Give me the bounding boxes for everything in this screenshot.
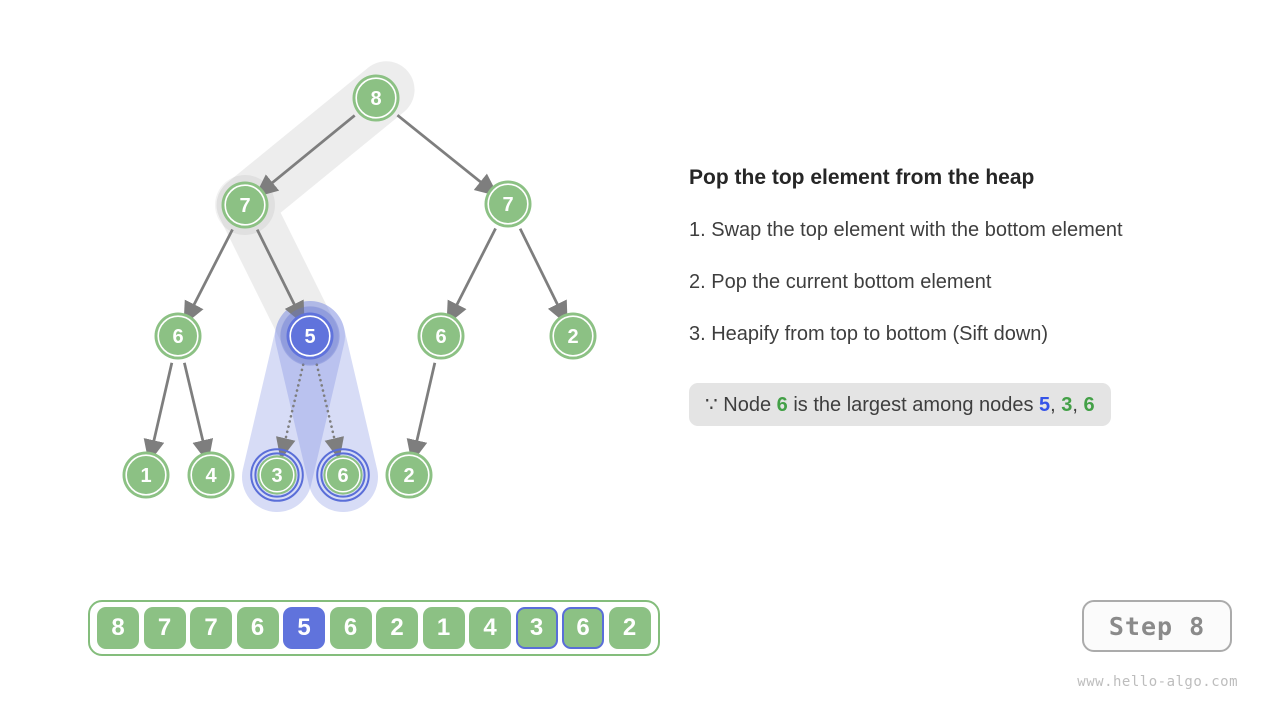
tree-node-6: 6	[154, 312, 202, 360]
step-badge: Step 8	[1082, 600, 1232, 652]
array-cell-3: 6	[236, 607, 279, 649]
tree-edge	[183, 362, 214, 464]
tree-edge	[396, 114, 499, 197]
note-text: ∵ Node 6 is the largest among nodes 5, 3…	[705, 394, 1095, 416]
tree-node-value: 4	[205, 465, 217, 487]
tree-node-value: 8	[370, 88, 381, 110]
tree-node-6: 6	[316, 448, 370, 502]
tree-node-value: 1	[140, 465, 151, 487]
array-cell-10: 6	[562, 607, 604, 649]
step-item-1: 1. Swap the top element with the bottom …	[689, 219, 1123, 241]
tree-node-5: 5	[280, 306, 340, 366]
array-cell-7: 1	[422, 607, 465, 649]
array-cell-5: 6	[329, 607, 372, 649]
tree-node-value: 6	[172, 326, 183, 348]
tree-edge	[446, 227, 497, 326]
tree-node-4: 4	[187, 451, 235, 499]
tree-node-3: 3	[250, 448, 304, 502]
array-cell-9: 3	[515, 607, 558, 649]
tree-edge	[183, 228, 234, 326]
tree-node-value: 7	[502, 194, 513, 216]
note-part: ,	[1050, 394, 1062, 416]
array-cell-1: 7	[143, 607, 186, 649]
tree-edge	[143, 362, 174, 464]
array-cell-0: 8	[97, 607, 139, 649]
tree-node-6: 6	[417, 312, 465, 360]
note-part: 6	[776, 394, 788, 416]
tree-node-value: 6	[337, 465, 348, 487]
tree-edge	[254, 114, 356, 198]
step-badge-label: Step 8	[1108, 611, 1206, 641]
note-part: ,	[1072, 394, 1084, 416]
note-part: is the largest among nodes	[787, 394, 1040, 416]
step-item-3: 3. Heapify from top to bottom (Sift down…	[689, 323, 1049, 345]
tree-node-7: 7	[221, 181, 269, 229]
tree-node-value: 2	[403, 465, 414, 487]
note-part: 5	[1039, 394, 1051, 416]
array-cell-4: 5	[283, 607, 325, 649]
note-part: ∵ Node	[705, 394, 777, 416]
tree-node-2: 2	[385, 451, 433, 499]
step-item-2: 2. Pop the current bottom element	[689, 271, 992, 293]
tree-node-value: 7	[239, 195, 250, 217]
tree-node-2: 2	[549, 312, 597, 360]
explanation-panel: Pop the top element from the heap 1. Swa…	[689, 166, 1229, 426]
note-box: ∵ Node 6 is the largest among nodes 5, 3…	[689, 383, 1111, 426]
tree-node-7: 7	[484, 180, 532, 228]
note-part: 3	[1061, 394, 1073, 416]
heap-tree-canvas: 8 7 7 6 5 6 2 1 4 3 6 2	[122, 61, 597, 512]
tree-node-value: 2	[567, 326, 578, 348]
array-cell-6: 2	[376, 607, 418, 649]
array-cell-8: 4	[469, 607, 511, 649]
tree-edge	[255, 229, 305, 326]
array-cell-2: 7	[190, 607, 232, 649]
tree-node-8: 8	[352, 74, 400, 122]
array-cell-11: 2	[608, 607, 651, 649]
tree-node-value: 3	[271, 465, 282, 487]
step-list: 1. Swap the top element with the bottom …	[689, 216, 1229, 348]
panel-title: Pop the top element from the heap	[689, 166, 1035, 189]
tree-node-1: 1	[122, 451, 170, 499]
tree-node-value: 5	[304, 326, 315, 348]
tree-edge	[518, 228, 568, 326]
tree-edge	[406, 362, 437, 464]
watermark-url: www.hello-algo.com	[1077, 674, 1238, 690]
tree-node-value: 6	[435, 326, 446, 348]
note-part: 6	[1083, 394, 1095, 416]
